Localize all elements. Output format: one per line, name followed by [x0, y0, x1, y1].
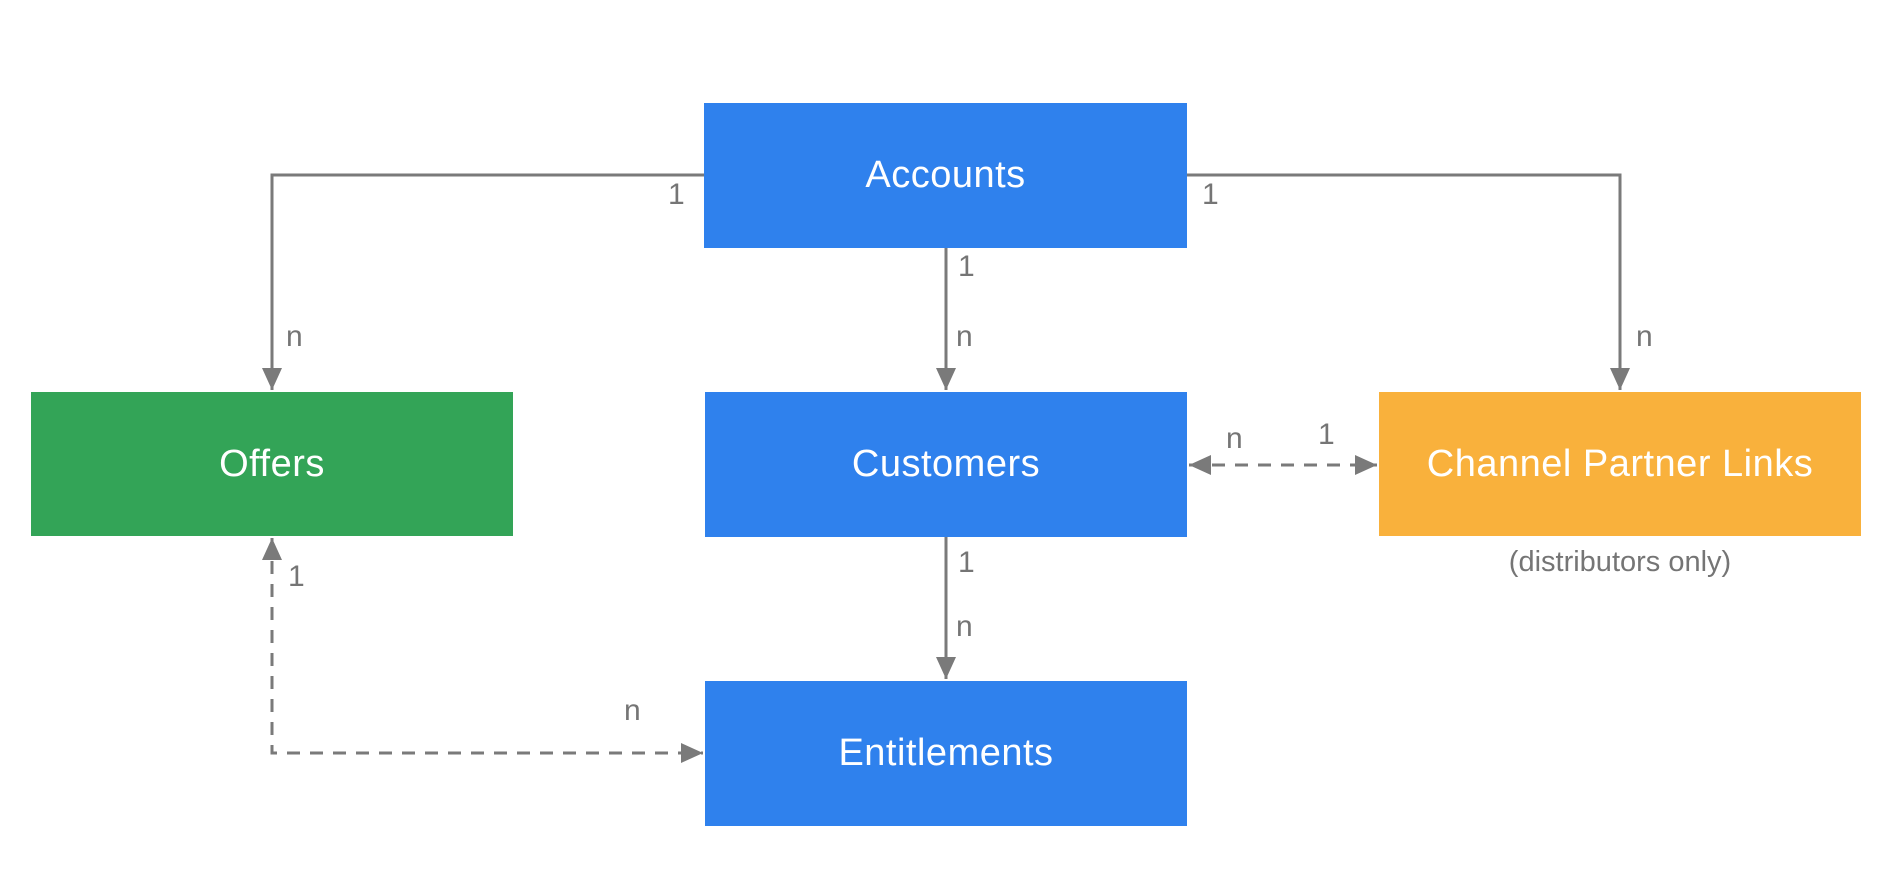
multiplicity-customers-entitlements-source: 1 — [958, 546, 975, 579]
multiplicity-accounts-customers-target: n — [956, 320, 973, 353]
edge-offers-entitlements — [262, 538, 703, 763]
entity-entitlements-label: Entitlements — [838, 732, 1054, 774]
multiplicity-accounts-channel-partner-links-target: n — [1636, 320, 1653, 353]
multiplicity-customers-channel-partner-links-target: 1 — [1318, 418, 1335, 451]
channel-partner-links-caption: (distributors only) — [1508, 546, 1732, 578]
entity-offers-label: Offers — [219, 442, 325, 485]
entity-entitlements: Entitlements — [705, 681, 1187, 826]
multiplicity-accounts-offers-source: 1 — [668, 178, 685, 211]
entity-accounts: Accounts — [704, 103, 1187, 248]
multiplicity-customers-channel-partner-links-source: n — [1226, 422, 1243, 455]
edge-accounts-offers — [262, 173, 704, 390]
multiplicity-customers-entitlements-target: n — [956, 610, 973, 643]
multiplicity-accounts-offers-target: n — [286, 320, 303, 353]
multiplicity-offers-entitlements-target: n — [624, 694, 641, 727]
entity-customers-label: Customers — [851, 443, 1041, 485]
entity-channel-partner-links-label: Channel Partner Links — [1426, 442, 1814, 485]
multiplicity-accounts-channel-partner-links-source: 1 — [1202, 178, 1219, 211]
edge-accounts-channel-partner-links — [1187, 173, 1630, 390]
multiplicity-accounts-customers-source: 1 — [958, 250, 975, 283]
multiplicity-offers-entitlements-source: 1 — [288, 560, 305, 593]
entity-customers: Customers — [705, 392, 1187, 537]
entity-accounts-label: Accounts — [865, 154, 1026, 196]
entity-channel-partner-links: Channel Partner Links — [1379, 392, 1861, 536]
entity-offers: Offers — [31, 392, 513, 536]
